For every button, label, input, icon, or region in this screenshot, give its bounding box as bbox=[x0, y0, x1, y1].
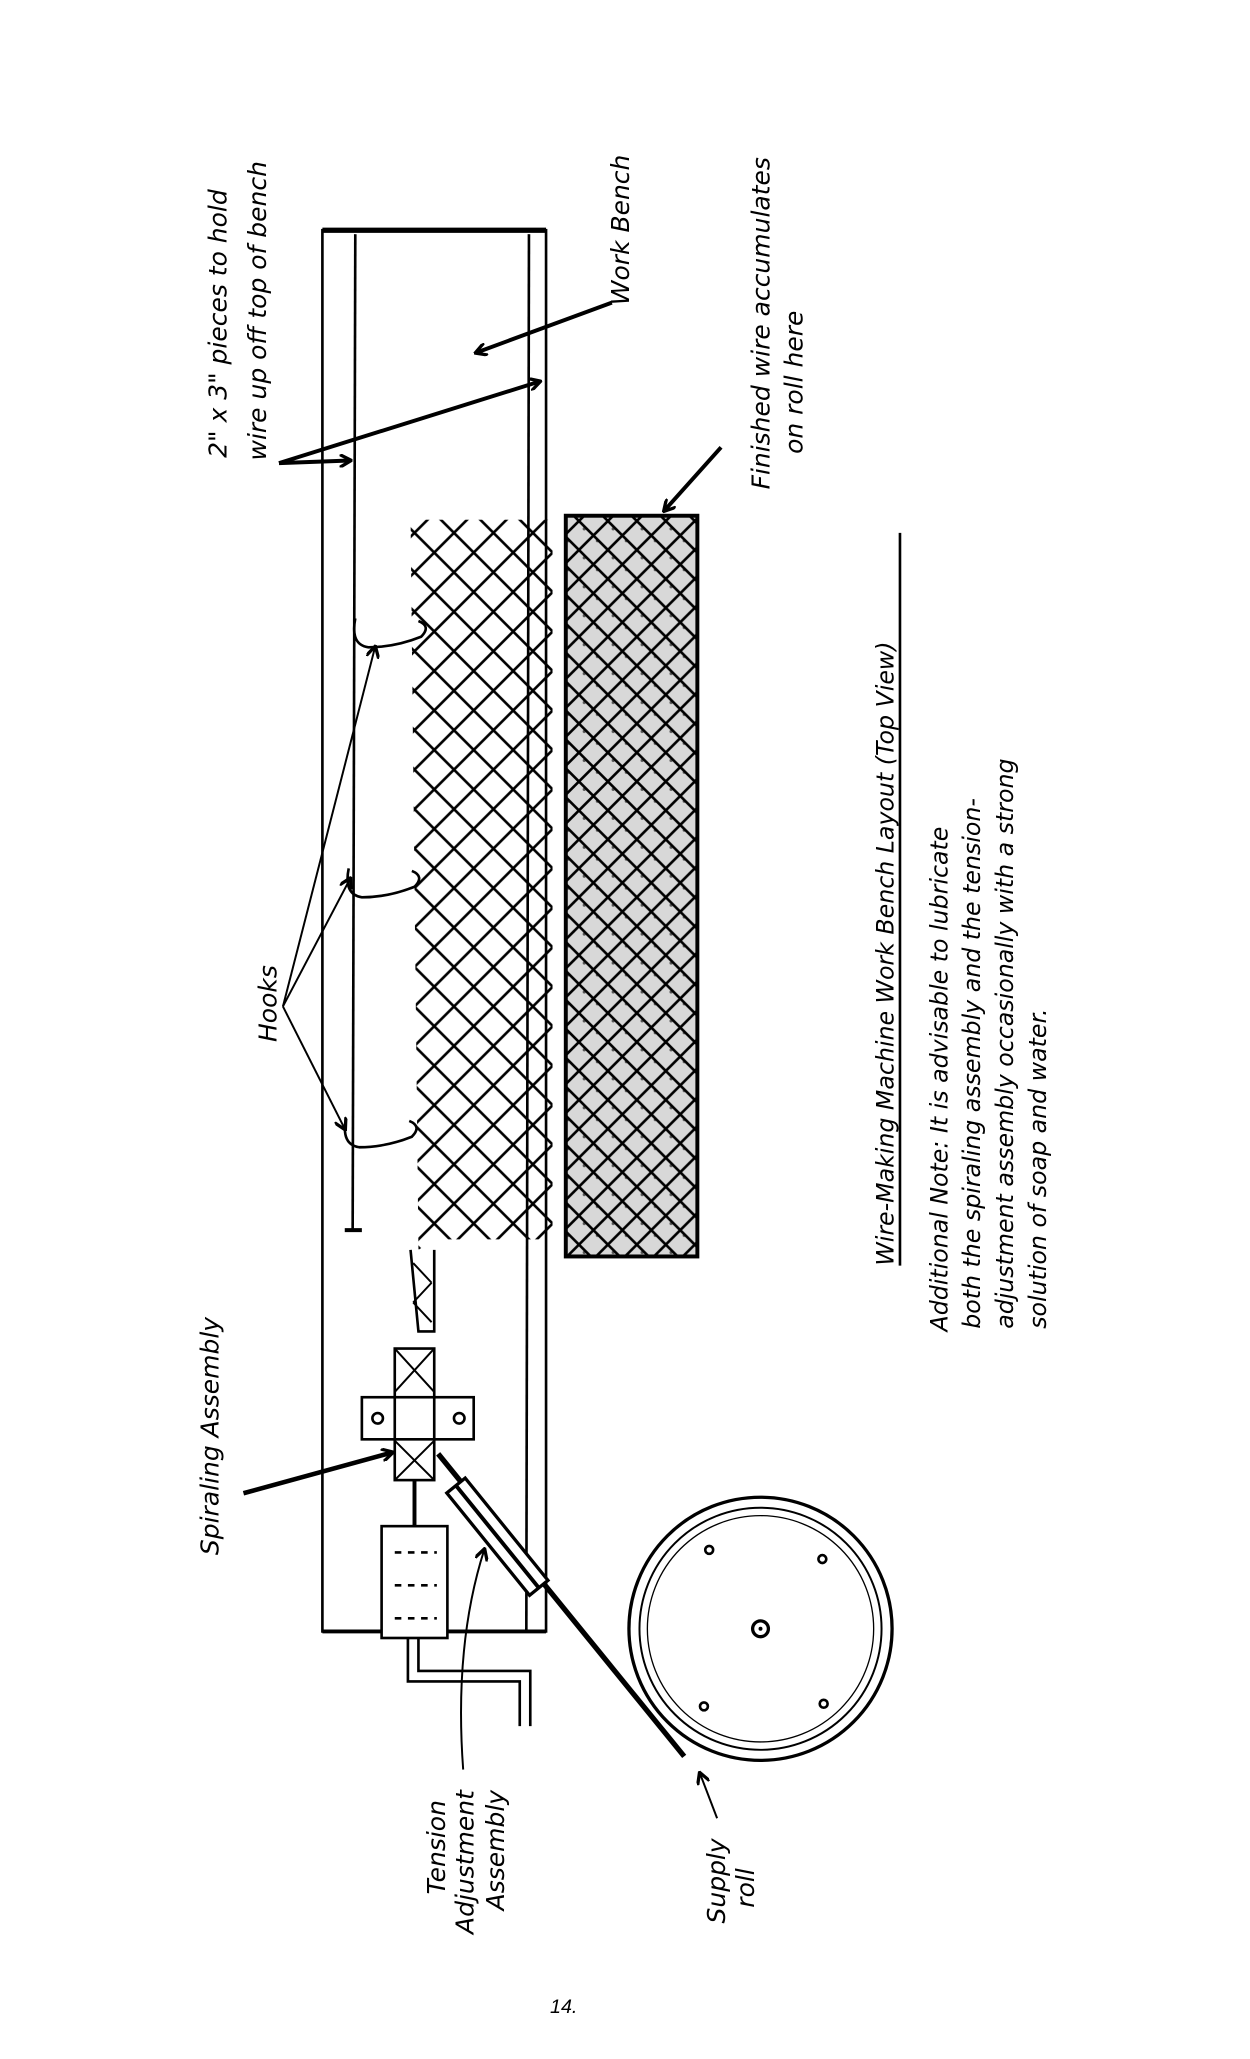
tension-label-line1: Tension bbox=[422, 1800, 451, 1894]
finished-wire-roll bbox=[563, 513, 700, 1259]
spiraling-assembly bbox=[360, 1347, 476, 1527]
wire-mesh bbox=[409, 519, 553, 1333]
tension-label-line3: Assembly bbox=[481, 1789, 510, 1913]
spiraling-label: Spiraling Assembly bbox=[195, 1316, 224, 1555]
supply-roll bbox=[627, 1495, 894, 1762]
work-bench-label: Work Bench bbox=[606, 155, 635, 306]
supply-label-line1: Supply bbox=[702, 1837, 731, 1923]
note-line: both the spiraling assembly and the tens… bbox=[958, 798, 986, 1329]
hooks-label: Hooks bbox=[253, 965, 282, 1042]
note-line: Additional Note: It is advisable to lubr… bbox=[925, 827, 953, 1334]
leader-arrows bbox=[242, 300, 723, 1819]
lumber-label-line1: 2" x 3" pieces to hold bbox=[203, 189, 232, 458]
finished-label-line2: on roll here bbox=[780, 311, 809, 454]
note-line: adjustment assembly occasionally with a … bbox=[991, 758, 1019, 1328]
diagram-title: Wire-Making Machine Work Bench Layout (T… bbox=[871, 642, 899, 1266]
tension-label-line2: Adjustment bbox=[451, 1789, 480, 1936]
page-number: 14. bbox=[550, 1996, 577, 2018]
note-line: solution of soap and water. bbox=[1024, 1008, 1052, 1328]
finished-label-line1: Finished wire accumulates bbox=[747, 157, 776, 489]
wire-sleeve bbox=[444, 1475, 551, 1598]
supply-label-line2: roll bbox=[731, 1868, 760, 1907]
lumber-label-line2: wire up off top of bench bbox=[243, 161, 272, 460]
tension-adjustment-assembly bbox=[380, 1524, 532, 1727]
